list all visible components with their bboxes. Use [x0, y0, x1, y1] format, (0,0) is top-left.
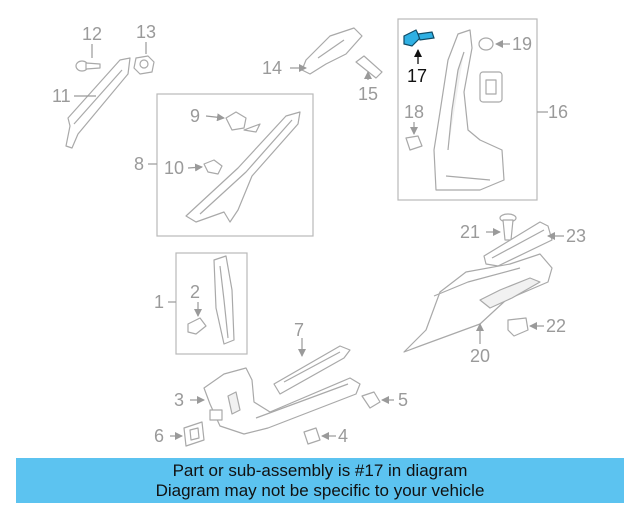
part-13-clip[interactable] — [133, 42, 155, 75]
a-pillar-group-box — [156, 93, 314, 237]
callout-19: 19 — [512, 34, 532, 54]
callout-5: 5 — [398, 390, 408, 410]
callout-18: 18 — [404, 102, 424, 122]
callout-8: 8 — [134, 154, 144, 174]
callout-11: 11 — [52, 86, 71, 106]
b-pillar-group-box — [397, 18, 538, 201]
part-5-clip[interactable] — [361, 391, 394, 409]
part-23-scuff-plate[interactable] — [483, 221, 564, 267]
callout-22: 22 — [546, 316, 566, 336]
callout-1: 1 — [154, 292, 164, 312]
part-16-b-pillar-trim[interactable] — [433, 29, 548, 191]
part-7-trim-strip[interactable] — [273, 338, 351, 395]
callout-10: 10 — [164, 158, 184, 178]
info-banner: Part or sub-assembly is #17 in diagram D… — [16, 458, 624, 503]
callout-20: 20 — [470, 346, 490, 366]
callout-9: 9 — [190, 106, 200, 126]
part-8-a-pillar-trim[interactable] — [148, 111, 301, 223]
part-9-clip[interactable] — [205, 111, 247, 131]
part-2-clip[interactable] — [187, 302, 207, 335]
callout-21: 21 — [460, 222, 480, 242]
callout-3: 3 — [174, 390, 184, 410]
part-22-clip[interactable] — [507, 317, 544, 337]
callout-4: 4 — [338, 426, 348, 446]
banner-line-1: Part or sub-assembly is #17 in diagram — [172, 461, 468, 480]
part-12-screw[interactable] — [75, 44, 101, 72]
part-15-clip[interactable] — [355, 55, 383, 80]
banner-line-2: Diagram may not be specific to your vehi… — [155, 481, 485, 500]
part-11-trim[interactable] — [65, 57, 131, 149]
part-4-clip[interactable] — [303, 427, 336, 445]
callout-16: 16 — [548, 102, 568, 122]
part-21-push-pin[interactable] — [486, 213, 517, 241]
callout-14: 14 — [262, 58, 282, 78]
parts-diagram: 11 12 13 14 15 9 10 8 — [52, 18, 586, 447]
part-19-grommet[interactable] — [478, 37, 510, 51]
callout-13: 13 — [136, 22, 156, 42]
callout-7: 7 — [294, 320, 304, 340]
callout-17: 17 — [407, 66, 427, 86]
b-pillar-upper-group-box — [175, 252, 248, 355]
callout-15: 15 — [358, 84, 378, 104]
callout-6: 6 — [154, 426, 164, 446]
part-17-bolt-highlighted[interactable] — [403, 29, 435, 64]
part-10-clip[interactable] — [187, 159, 223, 175]
part-6-plate[interactable] — [170, 421, 205, 447]
callout-23: 23 — [566, 226, 586, 246]
part-3-sill-trim[interactable] — [190, 367, 361, 435]
part-20-lower-trim[interactable] — [403, 253, 553, 353]
callout-12: 12 — [82, 24, 102, 44]
part-1-pillar-trim[interactable] — [168, 255, 235, 345]
part-18-clip[interactable] — [405, 122, 423, 151]
callout-2: 2 — [190, 282, 200, 302]
part-14-upper-trim[interactable] — [290, 27, 363, 75]
